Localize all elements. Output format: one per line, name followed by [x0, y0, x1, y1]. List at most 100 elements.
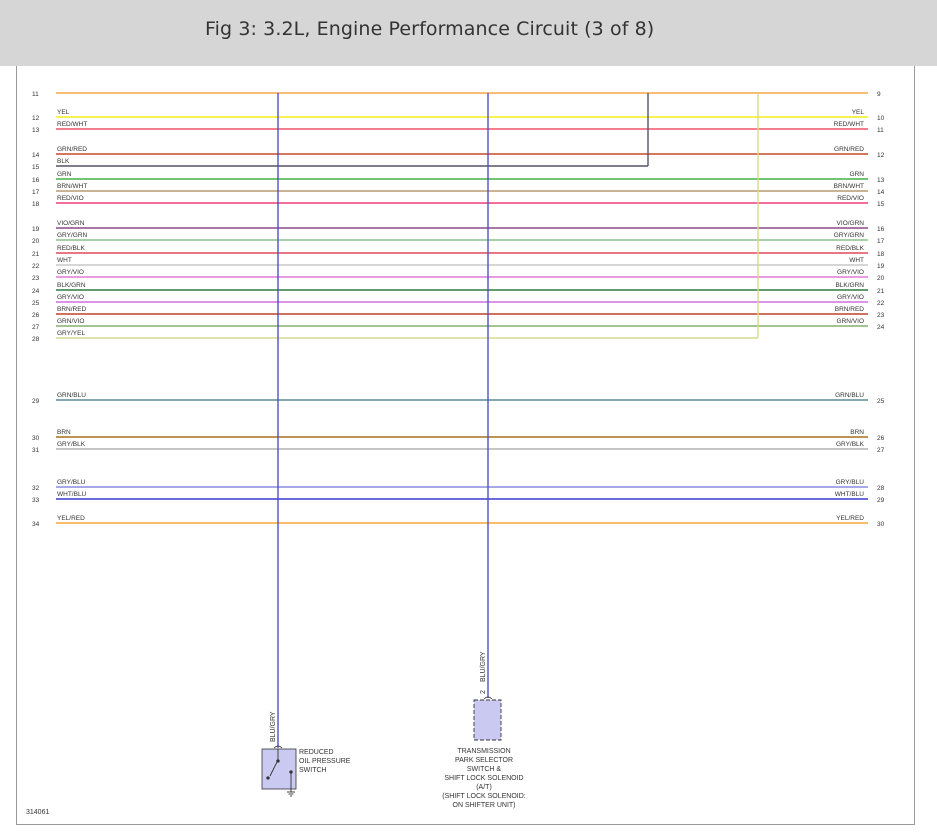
left-pin-number: 22 — [32, 263, 40, 270]
right-pin-number: 28 — [877, 485, 885, 492]
switch-contact-icon — [266, 749, 293, 792]
wire-label-left: YEL — [57, 109, 70, 116]
wire-label-right: GRY/VIO — [837, 269, 864, 276]
left-pin-number: 24 — [32, 288, 40, 295]
right-pin-number: 13 — [877, 177, 885, 184]
wire-label-left: BLK — [57, 158, 70, 165]
right-pin-number: 12 — [877, 152, 885, 159]
right-pin-number: 19 — [877, 263, 885, 270]
wire-label-left: GRY/VIO — [57, 269, 84, 276]
park-selector-label-7: ON SHIFTER UNIT) — [453, 802, 516, 809]
wire-label-left: GRY/BLU — [57, 479, 86, 486]
left-pin-number: 26 — [32, 312, 40, 319]
wire-label-right: GRN/RED — [834, 146, 864, 153]
left-pin-number: 32 — [32, 485, 40, 492]
right-pin-number: 30 — [877, 521, 885, 528]
oil-switch-label-2: OIL PRESSURE — [299, 758, 351, 765]
park-selector-label-1: TRANSMISSION — [457, 748, 510, 755]
left-pin-number: 21 — [32, 251, 40, 258]
oil-pressure-switch: BLU/GRY REDUCED OIL PRESSURE SWITCH — [261, 711, 351, 797]
right-pin-number: 21 — [877, 288, 885, 295]
wire-label-right: GRY/VIO — [837, 294, 864, 301]
left-pin-number: 30 — [32, 435, 40, 442]
wire-label-right: BRN/RED — [835, 306, 865, 313]
right-pin-number: 17 — [877, 238, 885, 245]
wire-row: 19 VIO/GRN VIO/GRN 16 — [32, 220, 885, 233]
left-pin-number: 16 — [32, 177, 40, 184]
right-pin-number: 14 — [877, 189, 885, 196]
wire-label-right: RED/BLK — [836, 245, 864, 252]
park-selector-pin: 2 — [480, 690, 487, 694]
wire-label-right: WHT — [849, 257, 864, 264]
wire-label-left: GRN/VIO — [57, 318, 84, 325]
wire-label-right: VIO/GRN — [837, 220, 865, 227]
park-selector-wire-label: BLU/GRY — [480, 651, 487, 682]
park-selector-label-2: PARK SELECTOR — [455, 757, 513, 764]
oil-switch-body — [261, 748, 297, 790]
wire-label-left: BRN/RED — [57, 306, 87, 313]
wire-label-left: BRN — [57, 429, 71, 436]
wire-label-left: RED/BLK — [57, 245, 85, 252]
wire-label-right: RED/WHT — [834, 121, 864, 128]
right-pin-number: 16 — [877, 226, 885, 233]
trunk-layer — [277, 93, 489, 748]
left-pin-number: 17 — [32, 189, 40, 196]
park-selector-switch: BLU/GRY 2 TRANSMISSION PARK SELECTOR SWI… — [442, 651, 526, 809]
wire-label-right: GRY/BLK — [836, 441, 865, 448]
wire-label-right: WHT/BLU — [835, 491, 865, 498]
figure-id: 314061 — [26, 809, 49, 816]
wire-label-left: WHT/BLU — [57, 491, 87, 498]
left-pin-number: 14 — [32, 152, 40, 159]
wire-label-right: BRN — [850, 429, 864, 436]
left-pin-number: 12 — [32, 115, 40, 122]
wire-label-right: YEL — [852, 109, 865, 116]
wire-label-left: GRY/BLK — [57, 441, 86, 448]
wire-label-right: GRN — [850, 171, 865, 178]
wire-label-right: GRY/BLU — [836, 479, 865, 486]
wire-row: 21 RED/BLK RED/BLK 18 — [32, 245, 885, 258]
connector-terminal-icon — [273, 745, 283, 749]
figure-title: Fig 3: 3.2L, Engine Performance Circuit … — [205, 18, 655, 40]
park-selector-label-6: (SHIFT LOCK SOLENOID: — [442, 793, 526, 800]
right-pin-number: 22 — [877, 300, 885, 307]
wire-label-left: GRN/BLU — [57, 392, 86, 399]
oil-switch-label-3: SWITCH — [299, 767, 327, 774]
branch-layer — [647, 93, 759, 338]
wire-label-left: RED/VIO — [57, 195, 84, 202]
wire-label-left: YEL/RED — [57, 515, 85, 522]
park-selector-label-5: (A/T) — [476, 784, 492, 791]
wire-label-right: GRY/GRN — [834, 232, 865, 239]
wire-label-left: GRY/GRN — [57, 232, 88, 239]
left-pin-number: 33 — [32, 497, 40, 504]
wire-label-right: BLK/GRN — [835, 282, 864, 289]
left-pin-number: 31 — [32, 447, 40, 454]
right-pin-number: 9 — [877, 91, 881, 98]
left-pin-number: 19 — [32, 226, 40, 233]
right-pin-number: 10 — [877, 115, 885, 122]
right-pin-number: 26 — [877, 435, 885, 442]
wire-label-left: VIO/GRN — [57, 220, 85, 227]
wire-label-right: GRN/VIO — [837, 318, 864, 325]
right-pin-number: 20 — [877, 275, 885, 282]
right-pin-number: 18 — [877, 251, 885, 258]
right-pin-number: 11 — [877, 127, 884, 134]
park-selector-label-4: SHIFT LOCK SOLENOID — [444, 775, 523, 782]
